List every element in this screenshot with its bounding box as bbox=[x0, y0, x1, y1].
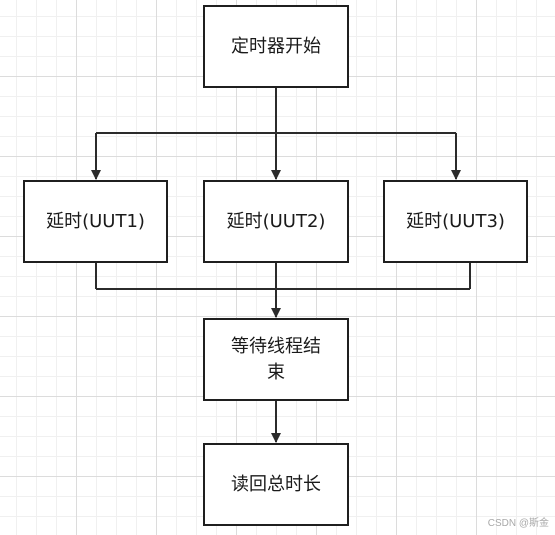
watermark: CSDN @斯金 bbox=[487, 518, 549, 529]
node-delay-uut2-label: 延时(UUT2) bbox=[226, 210, 326, 232]
node-timer-start: 定时器开始 bbox=[203, 5, 349, 88]
node-delay-uut3-label: 延时(UUT3) bbox=[406, 210, 505, 232]
node-wait-threads-label: 等待线程结束 bbox=[231, 335, 321, 383]
node-read-total-label: 读回总时长 bbox=[231, 473, 321, 495]
node-delay-uut1: 延时(UUT1) bbox=[23, 180, 168, 263]
node-wait-threads: 等待线程结束 bbox=[203, 318, 349, 401]
node-timer-start-label: 定时器开始 bbox=[231, 35, 321, 57]
node-delay-uut2: 延时(UUT2) bbox=[203, 180, 349, 263]
node-read-total: 读回总时长 bbox=[203, 443, 349, 526]
node-delay-uut3: 延时(UUT3) bbox=[383, 180, 528, 263]
node-delay-uut1-label: 延时(UUT1) bbox=[46, 210, 145, 232]
